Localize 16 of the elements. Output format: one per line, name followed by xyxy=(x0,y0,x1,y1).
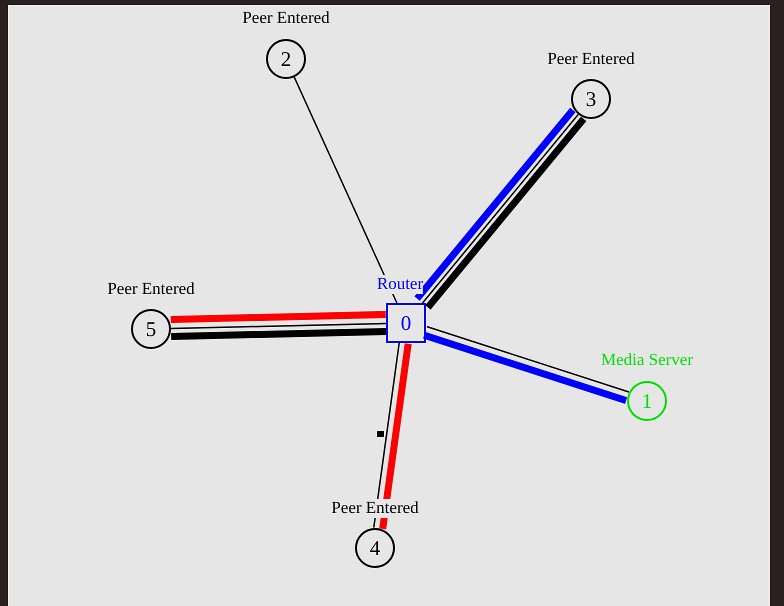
packet-stream xyxy=(171,328,386,340)
network-node: 2 xyxy=(266,39,306,79)
packet-stream xyxy=(379,343,412,530)
network-node: 4 xyxy=(355,528,395,568)
link-line xyxy=(170,322,386,330)
link-line xyxy=(294,76,398,304)
node-label: Router xyxy=(376,275,424,294)
packet-stream xyxy=(170,310,386,324)
network-node: 3 xyxy=(571,79,611,119)
link-line xyxy=(426,326,630,393)
network-node: 1 xyxy=(627,381,667,421)
packet-stream xyxy=(423,332,628,404)
node-label: Peer Entered xyxy=(331,499,419,518)
network-node: 5 xyxy=(131,309,171,349)
router-node: 0 xyxy=(386,303,426,343)
link-line xyxy=(373,342,400,528)
